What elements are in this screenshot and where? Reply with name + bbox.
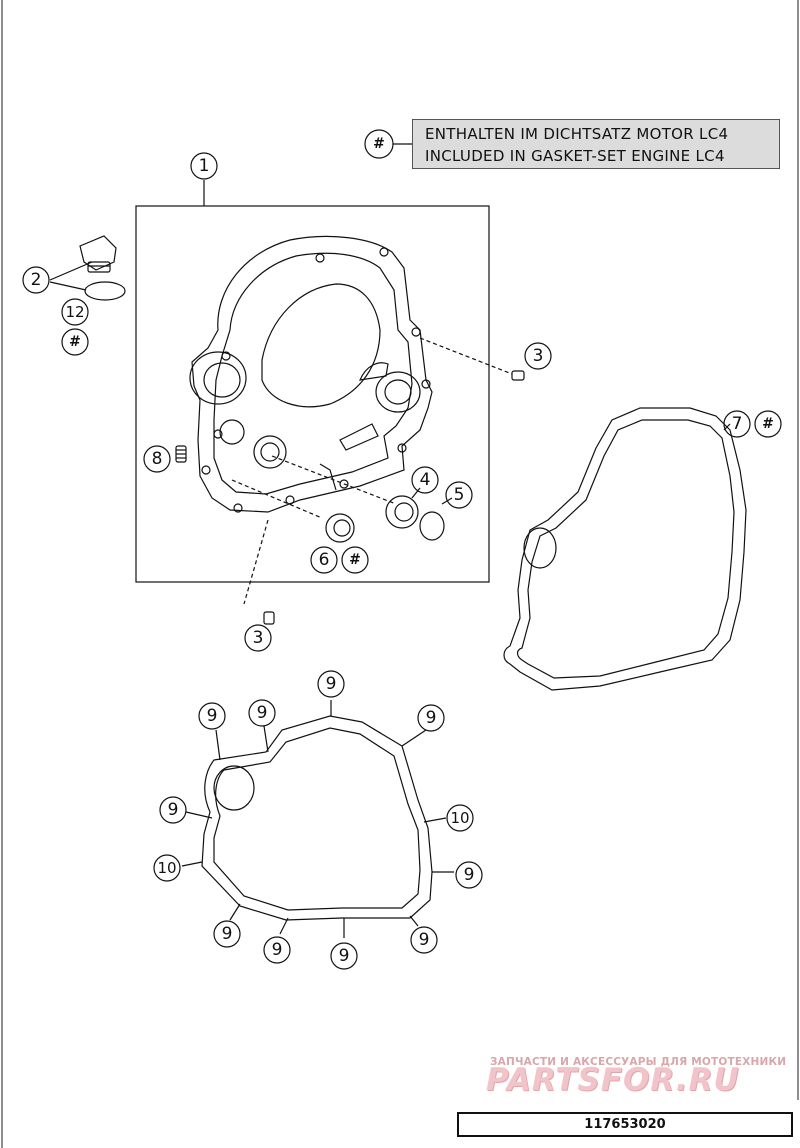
callout-10: 10 [450,809,469,827]
callout-8: 8 [152,449,163,469]
gasket-9-10 [201,715,433,921]
clutch-cover-frame [135,205,490,583]
shaft-seal-4 [385,495,419,529]
callout-9: 9 [222,924,233,944]
gasket-7 [503,407,747,691]
callout-hash-6-circle [341,546,369,574]
leader-6 [231,479,323,519]
callout-9-circle [455,861,483,889]
leader-2a [49,261,93,281]
clutch-cover [189,235,433,513]
callout-3a: 3 [533,346,544,366]
o-ring-5 [419,511,445,541]
callout-9-circle [330,942,358,970]
callout-hash-6: # [349,552,361,568]
callout-hash-7-circle [754,410,782,438]
legend-box: ENTHALTEN IM DICHTSATZ MOTOR LC4 INCLUDE… [412,119,780,169]
callout-9-circle [263,936,291,964]
callout-2: 2 [31,270,42,290]
callout-hash-7: # [762,416,774,432]
plug-8 [175,445,187,463]
document-number: 117653020 [457,1112,793,1137]
bolt-3-lower [263,611,275,625]
gasket-9-hole [213,765,255,811]
o-ring-12 [84,281,126,301]
callout-9: 9 [272,940,283,960]
callout-3a-circle [524,342,552,370]
leader-4 [271,455,397,505]
leader-3-upper [419,337,513,375]
leader-3-lower [243,519,269,605]
callout-7: 7 [732,414,743,434]
callout-5-circle [445,481,473,509]
callout-hash-12-circle [61,328,89,356]
callout-9: 9 [419,930,430,950]
legend-line-en: INCLUDED IN GASKET-SET ENGINE LC4 [425,147,725,165]
oil-filler-plug-2 [79,235,117,273]
callout-9-circle [213,920,241,948]
callout-1: 1 [199,156,210,176]
callout-9: 9 [257,703,268,723]
callout-9-circle [159,796,187,824]
callout-hash-12: # [69,334,81,350]
callout-9-circle [317,670,345,698]
callout-12: 12 [65,303,84,321]
gasket-7-hole [523,527,557,569]
callout-2-circle [22,266,50,294]
callout-4: 4 [420,470,431,490]
callout-12-circle [61,298,89,326]
callout-9-circle [410,926,438,954]
callout-6: 6 [319,550,330,570]
callout-3b-circle [244,624,272,652]
callout-5: 5 [454,485,465,505]
callout-9: 9 [207,706,218,726]
callout-9: 9 [464,865,475,885]
legend-hash-label: # [373,136,385,152]
callout-9: 9 [168,800,179,820]
callout-1-circle [190,152,218,180]
watermark-brand: PARTSFOR.RU [486,1062,740,1098]
seal-6 [325,513,355,543]
leader-2b [49,281,87,291]
callout-3b: 3 [253,628,264,648]
callout-4-circle [411,466,439,494]
callout-6-circle [310,546,338,574]
callout-10-circle [446,804,474,832]
watermark-tagline: ЗАПЧАСТИ И АКСЕССУАРЫ ДЛЯ МОТОТЕХНИКИ [490,1056,787,1068]
legend-line-de: ENTHALTEN IM DICHTSATZ MOTOR LC4 [425,125,729,143]
callout-9: 9 [339,946,350,966]
callout-9-circle [248,699,276,727]
callout-9-circle [198,702,226,730]
callout-9: 9 [326,674,337,694]
callout-7-circle [723,410,751,438]
bolt-3-upper [511,370,525,381]
callout-9: 9 [426,708,437,728]
callout-10: 10 [157,859,176,877]
callout-9-circle [417,704,445,732]
leader-4b [411,487,421,499]
callout-8-circle [143,445,171,473]
callout-10-circle [153,854,181,882]
